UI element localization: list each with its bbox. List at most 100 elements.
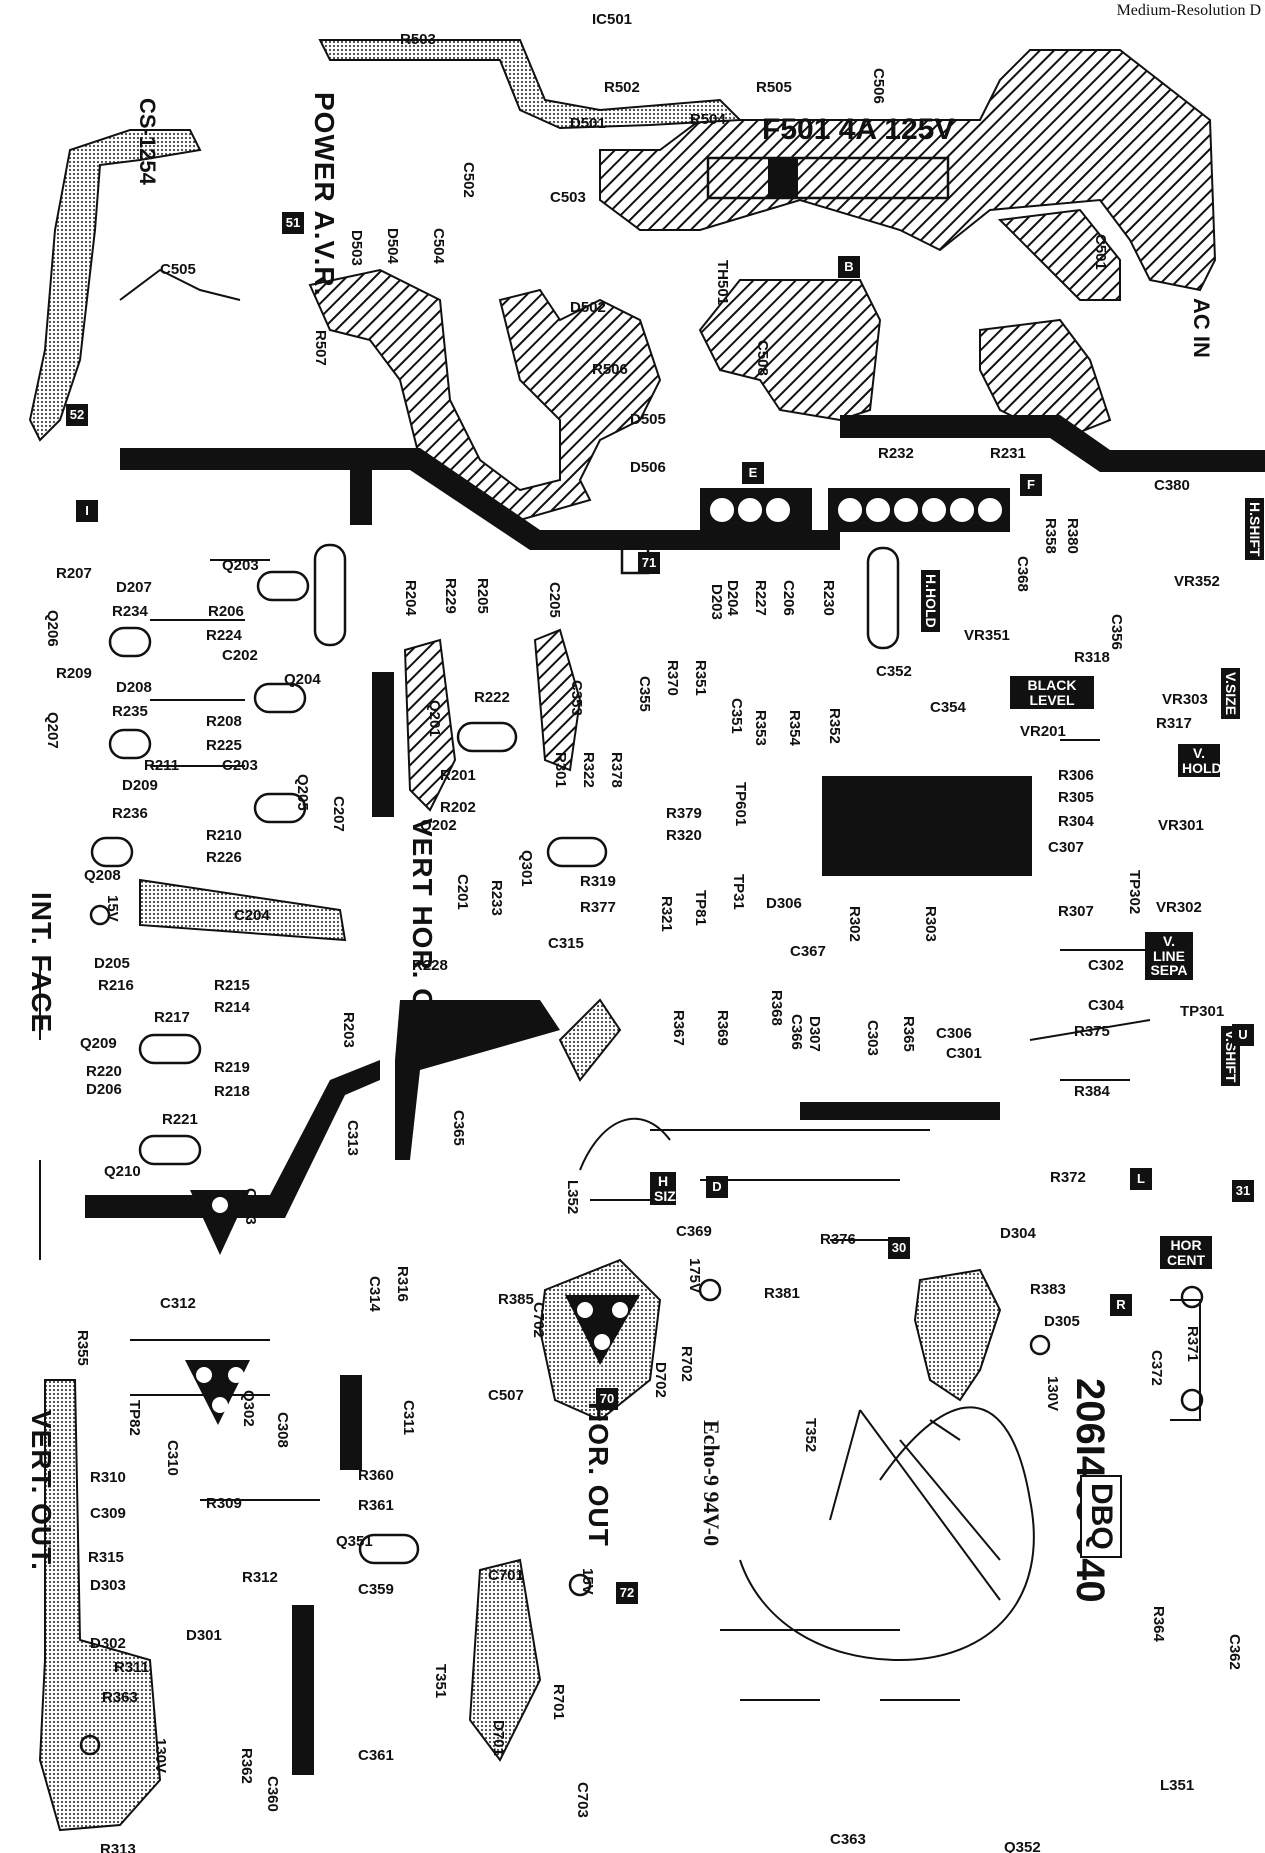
ref-d302: D302: [90, 1635, 126, 1652]
ref-r319: R319: [580, 873, 616, 890]
ref-r362: R362: [238, 1748, 255, 1784]
ref-c205: C205: [546, 582, 563, 618]
ref-r503: R503: [400, 31, 436, 48]
v-line-sepa-label: V. LINE SEPA: [1145, 932, 1193, 981]
ref-r228: R228: [412, 957, 448, 974]
ref-c360: C360: [264, 1776, 281, 1812]
ref-r318: R318: [1074, 649, 1110, 666]
dotted-trace-bottom: [468, 1558, 542, 1762]
ref-r320: R320: [666, 827, 702, 844]
ref-c310: C310: [164, 1440, 181, 1476]
ref-c508: C508: [754, 340, 771, 376]
ref-q209: Q209: [80, 1035, 117, 1052]
ref-r305: R305: [1058, 789, 1094, 806]
ref-r210: R210: [206, 827, 242, 844]
ref-r302: R302: [846, 906, 863, 942]
ref-r211: R211: [144, 757, 180, 774]
ref-r309: R309: [206, 1495, 242, 1512]
ref-c372: C372: [1148, 1350, 1165, 1386]
ref-d305: D305: [1044, 1313, 1080, 1330]
tag-i: I: [76, 500, 98, 522]
ref-r383: R383: [1030, 1281, 1066, 1298]
ref-d306: D306: [766, 895, 802, 912]
power-trace-mid: [997, 208, 1121, 301]
ref-ic501: IC501: [592, 11, 633, 28]
ref-r224: R224: [206, 627, 242, 644]
ref-r304: R304: [1058, 813, 1094, 830]
ref-c202: C202: [222, 647, 258, 664]
ref-q352: Q352: [1004, 1839, 1041, 1853]
ref-c362: C362: [1226, 1634, 1243, 1670]
ref-r352: R352: [826, 708, 843, 744]
dotted-trace-mid: [139, 878, 347, 942]
dotted-trace-top: [318, 39, 743, 130]
ref-tp82: TP82: [126, 1400, 143, 1436]
ground-bar-a: [350, 455, 372, 525]
ref-c503: C503: [550, 189, 586, 206]
ref-r317: R317: [1156, 715, 1192, 732]
echo-mark: Echo-9 94V-0: [699, 1420, 724, 1547]
ref-r310: R310: [90, 1469, 126, 1486]
ref-r379: R379: [666, 805, 702, 822]
ref-r505: R505: [756, 79, 792, 96]
ref-r355: R355: [74, 1330, 91, 1366]
ref-d203: D203: [708, 584, 725, 620]
ref-r301: R301: [552, 752, 569, 788]
ref-c301: C301: [946, 1045, 982, 1062]
ground-trace-top: [120, 448, 840, 550]
ref-c312: C312: [160, 1295, 196, 1312]
ref-c506: C506: [870, 68, 887, 104]
ref-q202: Q202: [420, 817, 457, 834]
ref-r372: R372: [1050, 1169, 1086, 1186]
ref-c502: C502: [460, 162, 477, 198]
ref-vr352: VR352: [1174, 573, 1220, 590]
ref-r376: R376: [820, 1231, 856, 1248]
ref-c352: C352: [876, 663, 912, 680]
ref-c309: C309: [90, 1505, 126, 1522]
vertical-trace-hatch-2: [533, 628, 582, 772]
ref-q203: Q203: [222, 557, 259, 574]
dotted-trace-diag: [558, 998, 622, 1082]
ref-r204: R204: [402, 580, 419, 616]
tag-b: B: [838, 256, 860, 278]
tag-30: 30: [888, 1237, 910, 1259]
ref-r201: R201: [440, 767, 476, 784]
ref-r321: R321: [658, 896, 675, 932]
ref-q210: Q210: [104, 1163, 141, 1180]
power-trace-center: [698, 279, 882, 422]
tag-71: 71: [638, 552, 660, 574]
ref-c353: C353: [568, 680, 585, 716]
ac-in-label: AC IN: [1189, 298, 1214, 358]
ref-c206: C206: [780, 580, 797, 616]
ref-q303: Q303: [242, 1188, 259, 1225]
ref-c308: C308: [274, 1412, 291, 1448]
ref-r232: R232: [878, 445, 914, 462]
ref-c507: C507: [488, 1387, 524, 1404]
ref-c201: C201: [454, 874, 471, 910]
ref-c307: C307: [1048, 839, 1084, 856]
ref-r231: R231: [990, 445, 1026, 462]
ref-c351: C351: [728, 698, 745, 734]
ref-r351: R351: [692, 660, 709, 696]
ref-c505: C505: [160, 261, 196, 278]
h-hold-label: H.HOLD: [921, 570, 940, 632]
ref-r378: R378: [608, 752, 625, 788]
tag-f: F: [1020, 474, 1042, 496]
power-trace-main: [599, 49, 1217, 292]
voltage-175v: 175V: [686, 1258, 703, 1294]
ref-d307: D307: [806, 1016, 823, 1052]
ref-r368: R368: [768, 990, 785, 1026]
ref-r315: R315: [88, 1549, 124, 1566]
ref-r202: R202: [440, 799, 476, 816]
ref-tp81: TP81: [692, 890, 709, 926]
ref-c702: C702: [530, 1302, 547, 1338]
tag-70: 70: [596, 1388, 618, 1410]
ref-r221: R221: [162, 1111, 198, 1128]
tag-r: R: [1110, 1294, 1132, 1316]
cs-label: CS-1254: [135, 98, 160, 185]
ref-d304: D304: [1000, 1225, 1036, 1242]
ref-c207: C207: [330, 796, 347, 832]
tag-72: 72: [616, 1582, 638, 1604]
ref-q207: Q207: [44, 712, 61, 749]
